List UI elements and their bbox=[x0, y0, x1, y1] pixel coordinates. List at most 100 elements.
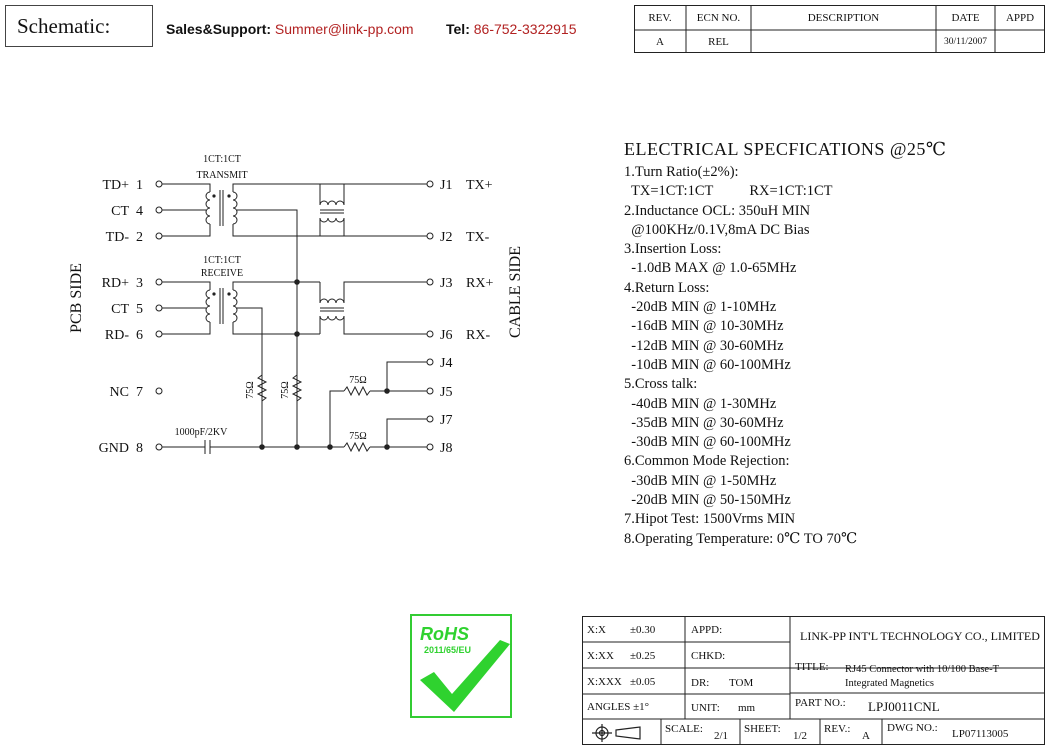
schematic-diagram: TD+ 1 CT 4 TD- 2 RD+ 3 CT 5 RD- 6 NC 7 G… bbox=[68, 154, 524, 456]
revision-table bbox=[634, 5, 1045, 53]
title-label: TITLE: bbox=[795, 661, 829, 673]
right-pin-j3-signal: RX+ bbox=[466, 276, 493, 291]
part-no-value: LPJ0011CNL bbox=[868, 699, 940, 714]
spec-line: 6.Common Mode Rejection: bbox=[624, 453, 790, 470]
spec-line: -20dB MIN @ 1-10MHz bbox=[624, 299, 777, 316]
right-pin-j4: J4 bbox=[440, 356, 452, 371]
right-pin-j6: J6 bbox=[440, 328, 452, 343]
unit-label: UNIT: bbox=[691, 702, 720, 714]
projection-symbol-icon bbox=[592, 724, 641, 742]
rohs-directive: 2011/65/EU bbox=[424, 645, 472, 655]
left-pin-name-8: GND bbox=[99, 441, 129, 456]
pcb-side-label: PCB SIDE bbox=[68, 263, 85, 333]
left-pin-num-5: 5 bbox=[136, 302, 143, 317]
tol-x-value: ±0.30 bbox=[630, 624, 656, 636]
spec-line: 8.Operating Temperature: 0℃ TO 70℃ bbox=[624, 530, 858, 547]
sales-email[interactable]: Summer@link-pp.com bbox=[274, 21, 414, 37]
sheet-label: SHEET: bbox=[744, 723, 781, 735]
rev-row-rev: A bbox=[656, 36, 664, 48]
sheet-value: 1/2 bbox=[793, 730, 808, 742]
right-pin-j3: J3 bbox=[440, 276, 452, 291]
left-pin-num-7: 7 bbox=[136, 385, 143, 400]
rev-header-description: DESCRIPTION bbox=[807, 12, 880, 24]
receive-ratio: 1CT:1CT bbox=[203, 255, 241, 266]
right-pin-j5: J5 bbox=[440, 385, 452, 400]
title-block bbox=[582, 616, 1045, 745]
tol-xxx-label: X:XXX bbox=[587, 676, 622, 688]
sales-support-line: Sales&Support: Summer@link-pp.com bbox=[166, 21, 414, 37]
spec-line: -16dB MIN @ 10-30MHz bbox=[624, 318, 784, 335]
left-pin-name-3: RD+ bbox=[102, 276, 129, 291]
spec-line: -40dB MIN @ 1-30MHz bbox=[624, 395, 777, 412]
left-pin-num-3: 3 bbox=[136, 276, 143, 291]
rev-row-ecn: REL bbox=[708, 36, 729, 48]
resistor-label-h1: 75Ω bbox=[349, 375, 366, 386]
left-pin-num-6: 6 bbox=[136, 328, 143, 343]
spec-line: -1.0dB MAX @ 1.0-65MHz bbox=[624, 260, 797, 277]
angles-tolerance: ANGLES ±1° bbox=[587, 701, 650, 713]
scale-label: SCALE: bbox=[665, 723, 703, 735]
dwg-no-label: DWG NO.: bbox=[887, 722, 938, 734]
spec-line: 2.Inductance OCL: 350uH MIN bbox=[624, 202, 811, 219]
spec-line: -35dB MIN @ 30-60MHz bbox=[624, 414, 784, 431]
left-pin-num-2: 2 bbox=[136, 230, 143, 245]
dr-value: TOM bbox=[729, 677, 754, 689]
tel-line: Tel: 86-752-3322915 bbox=[446, 21, 577, 37]
spec-title: ELECTRICAL SPECFICATIONS @25℃ bbox=[624, 139, 947, 159]
right-pin-j2-signal: TX- bbox=[466, 230, 490, 245]
right-pin-j6-signal: RX- bbox=[466, 328, 490, 343]
unit-value: mm bbox=[738, 702, 756, 714]
spec-line: 7.Hipot Test: 1500Vrms MIN bbox=[624, 511, 796, 528]
resistor-label-v2: 75Ω bbox=[280, 381, 291, 398]
spec-line: 5.Cross talk: bbox=[624, 376, 698, 393]
schematic-title: Schematic: bbox=[17, 14, 111, 38]
scale-value: 2/1 bbox=[714, 730, 729, 742]
spec-line: -10dB MIN @ 60-100MHz bbox=[624, 356, 791, 373]
left-pin-name-4: CT bbox=[111, 204, 129, 219]
spec-line: TX=1CT:1CT RX=1CT:1CT bbox=[624, 183, 833, 200]
left-pin-num-8: 8 bbox=[136, 441, 143, 456]
right-pin-j1: J1 bbox=[440, 178, 452, 193]
spec-line: 1.Turn Ratio(±2%): bbox=[624, 164, 739, 180]
tel-label: Tel: bbox=[446, 21, 470, 37]
spec-list: 1.Turn Ratio(±2%): TX=1CT:1CT RX=1CT:1CT… bbox=[624, 163, 1044, 549]
right-pin-j2: J2 bbox=[440, 230, 452, 245]
transmit-label: TRANSMIT bbox=[196, 170, 247, 181]
cable-side-label: CABLE SIDE bbox=[507, 246, 524, 338]
rohs-badge bbox=[410, 614, 512, 718]
rev-row-date: 30/11/2007 bbox=[944, 37, 987, 47]
sales-label: Sales&Support: bbox=[166, 21, 272, 37]
left-pin-name-6: RD- bbox=[105, 328, 129, 343]
revision-table-lines bbox=[634, 5, 1045, 53]
left-pin-name-2: TD- bbox=[106, 230, 130, 245]
spec-line: @100KHz/0.1V,8mA DC Bias bbox=[624, 221, 810, 238]
chkd-label: CHKD: bbox=[691, 650, 726, 662]
spec-line: -20dB MIN @ 50-150MHz bbox=[624, 492, 791, 509]
title-line-1: RJ45 Connector with 10/100 Base-T bbox=[845, 664, 999, 675]
capacitor-label: 1000pF/2KV bbox=[175, 427, 229, 438]
rev-header-date: DATE bbox=[951, 12, 980, 24]
appd-label: APPD: bbox=[691, 624, 723, 636]
rohs-title: RoHS bbox=[420, 624, 469, 644]
spec-line: -12dB MIN @ 30-60MHz bbox=[624, 337, 784, 354]
title-block-lines bbox=[582, 616, 1045, 745]
rev-label: REV.: bbox=[824, 723, 851, 735]
rohs-check-icon bbox=[420, 640, 510, 712]
tel-number: 86-752-3322915 bbox=[473, 21, 577, 37]
tol-x-label: X:X bbox=[587, 624, 606, 636]
spec-line: 3.Insertion Loss: bbox=[624, 241, 722, 258]
spec-line: 4.Return Loss: bbox=[624, 279, 710, 296]
right-pin-j8: J8 bbox=[440, 441, 452, 456]
resistor-label-v1: 75Ω bbox=[245, 381, 256, 398]
left-pin-num-4: 4 bbox=[136, 204, 143, 219]
part-no-label: PART NO.: bbox=[795, 697, 846, 709]
right-pin-j1-signal: TX+ bbox=[466, 178, 493, 193]
transmit-ratio: 1CT:1CT bbox=[203, 154, 241, 165]
right-pin-j7: J7 bbox=[440, 413, 452, 428]
left-pin-name-5: CT bbox=[111, 302, 129, 317]
resistor-label-h2: 75Ω bbox=[349, 431, 366, 442]
receive-label: RECEIVE bbox=[201, 268, 243, 279]
spec-line: -30dB MIN @ 1-50MHz bbox=[624, 472, 777, 489]
tol-xx-label: X:XX bbox=[587, 650, 614, 662]
dr-label: DR: bbox=[691, 677, 710, 689]
